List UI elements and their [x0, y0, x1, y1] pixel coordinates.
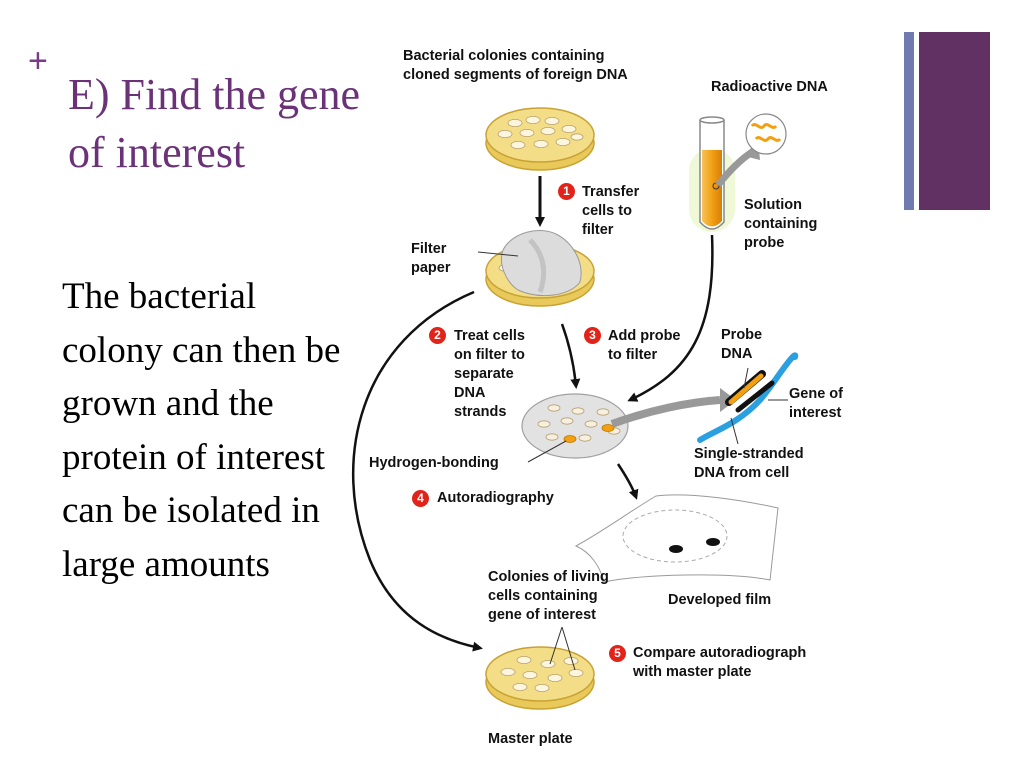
- label-radioactive-dna: Radioactive DNA: [711, 79, 828, 95]
- probe-test-tube: [689, 116, 735, 232]
- label-developed-film: Developed film: [668, 592, 772, 608]
- step-3-badge: 3: [584, 327, 601, 344]
- arrow-to-master-plate: [351, 290, 483, 652]
- decorative-bar-thick: [919, 32, 990, 210]
- label-bacterial-colonies: Bacterial colonies containing cloned seg…: [403, 48, 628, 83]
- step-4-text: Autoradiography: [437, 490, 554, 506]
- decorative-bar-thin: [904, 32, 914, 210]
- step-3-text: Add probe to filter: [608, 328, 681, 363]
- label-hydrogen-bonding: Hydrogen-bonding: [369, 455, 499, 471]
- label-filter-paper: Filter paper: [411, 241, 451, 276]
- slide-body-text: The bacterial colony can then be grown a…: [62, 276, 341, 585]
- hydrogen-bonding-pointer: [527, 440, 567, 463]
- step-1-badge: 1: [558, 183, 575, 200]
- step-4-badge: 4: [412, 490, 429, 507]
- developed-film: [574, 494, 779, 583]
- top-petri-dish: [485, 107, 595, 171]
- filter-petri-dish: [477, 230, 595, 307]
- arrow-treat: [560, 323, 581, 389]
- zoom-arrow-dna: [610, 396, 721, 428]
- arrow-autoradiography: [616, 463, 639, 500]
- plus-bullet-icon: +: [28, 42, 48, 80]
- treated-filter-disc: [521, 393, 629, 459]
- slide-title: E) Find the gene of interest: [68, 70, 361, 177]
- label-probe-dna: Probe DNA: [721, 327, 763, 362]
- label-colonies-living-cells: Colonies of living cells containing gene…: [488, 569, 609, 623]
- label-single-stranded-dna: Single-stranded DNA from cell: [694, 446, 804, 481]
- step-2-text: Treat cells on filter to separate DNA st…: [454, 328, 525, 420]
- step-5-badge: 5: [609, 645, 626, 662]
- label-master-plate: Master plate: [488, 731, 573, 747]
- dna-strands-icon: [697, 352, 799, 445]
- step-2-badge: 2: [429, 327, 446, 344]
- label-gene-of-interest: Gene of interest: [789, 386, 843, 421]
- step-5-text: Compare autoradiograph with master plate: [633, 645, 807, 680]
- step-1-text: Transfer cells to filter: [582, 184, 640, 238]
- arrow-probe-to-filter: [627, 234, 714, 402]
- filter-paper-pointer: [477, 251, 519, 257]
- master-plate-dish: [485, 626, 595, 710]
- radioactive-dna-icon: [745, 113, 787, 155]
- label-solution-probe: Solution containing probe: [744, 197, 818, 251]
